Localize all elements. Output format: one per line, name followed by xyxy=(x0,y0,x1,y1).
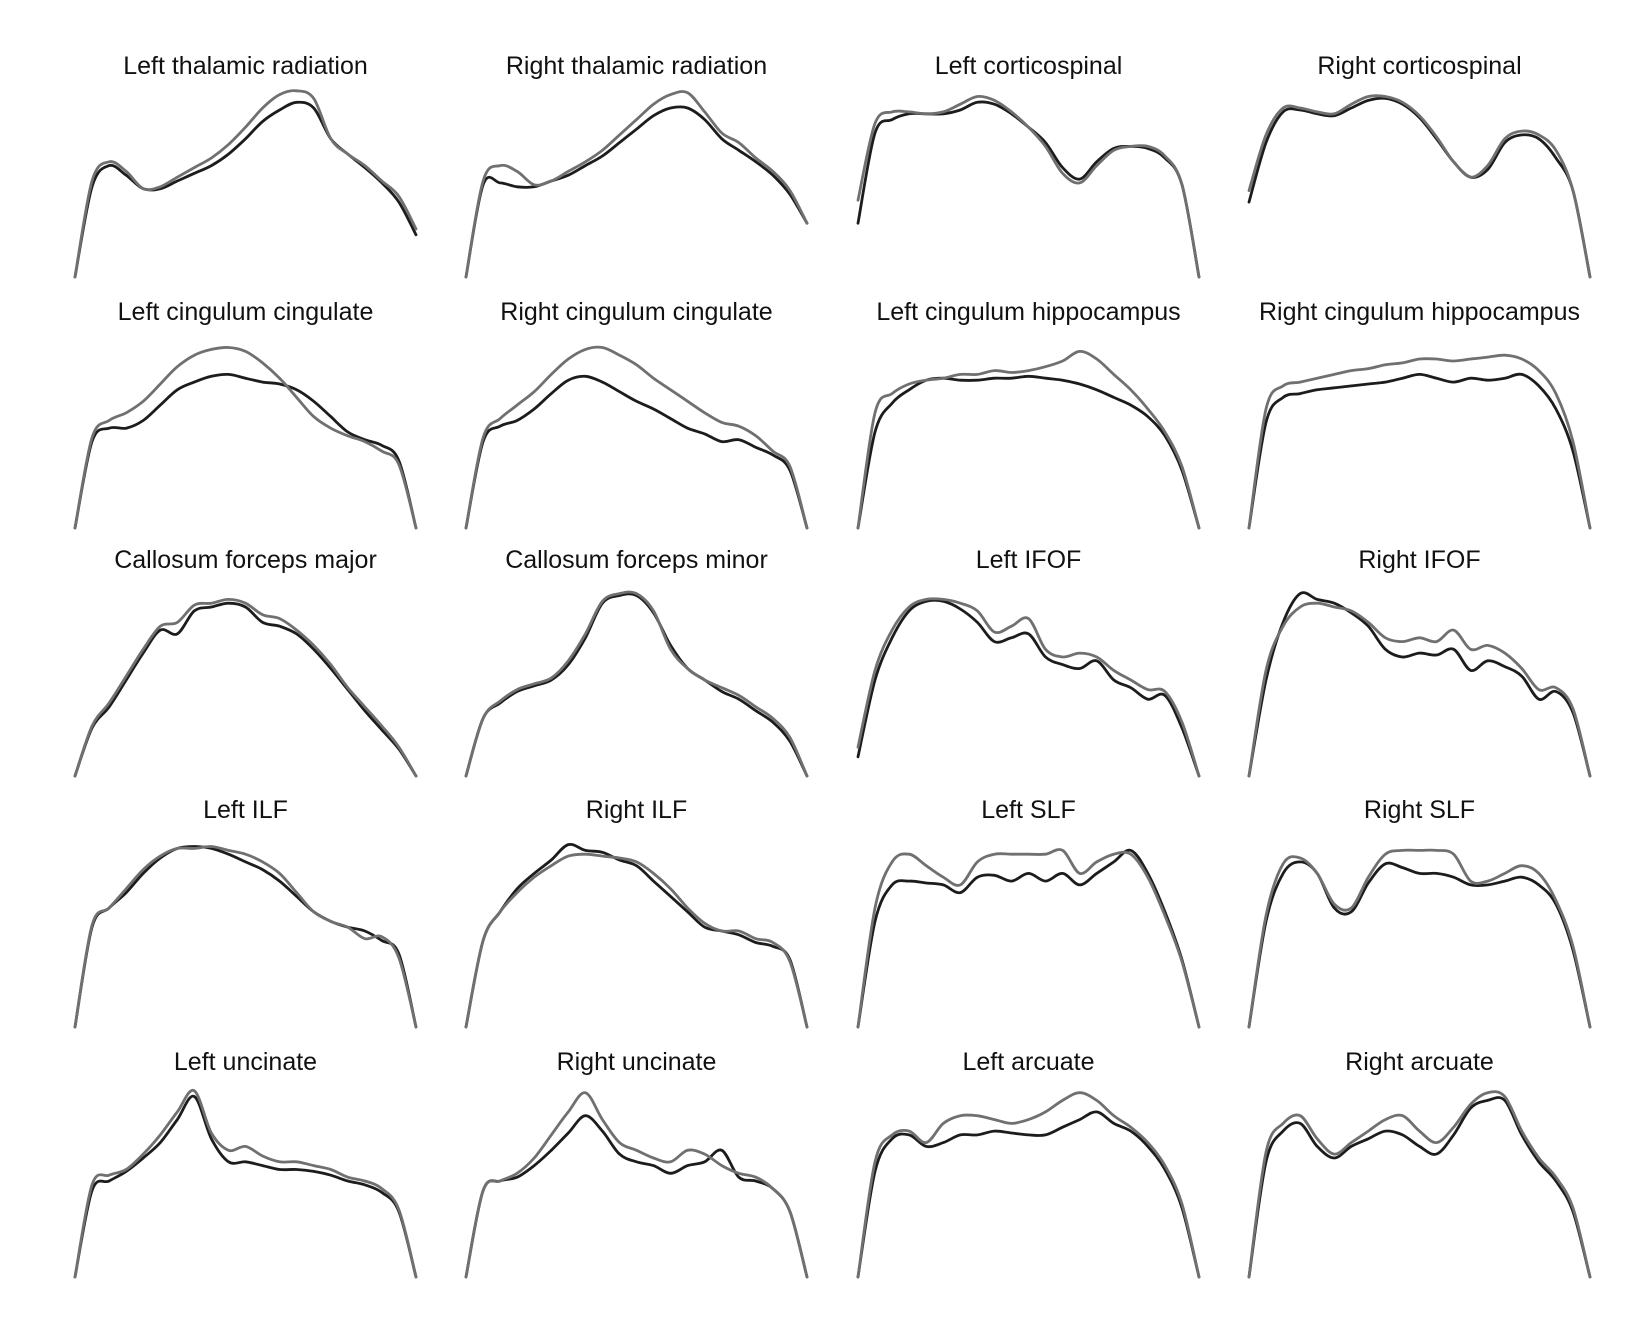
series-line-gray xyxy=(464,345,809,530)
series-line-gray xyxy=(1247,353,1592,530)
panel-left-ifof: Left IFOF xyxy=(856,546,1201,778)
series-line-black xyxy=(73,601,418,778)
series-line-black xyxy=(464,842,809,1029)
panel-title: Left thalamic radiation xyxy=(123,52,368,80)
series-line-gray xyxy=(1247,601,1592,778)
panel-left-corticospinal: Left corticospinal xyxy=(856,52,1201,279)
series-line-black xyxy=(464,374,809,530)
panel-right-corticospinal: Right corticospinal xyxy=(1247,52,1592,279)
panel-title: Left uncinate xyxy=(174,1048,317,1076)
panel-title: Left IFOF xyxy=(976,546,1082,574)
series-line-black xyxy=(856,374,1201,530)
series-line-gray xyxy=(1247,848,1592,1029)
panel-left-cingulum-hippocampus: Left cingulum hippocampus xyxy=(856,298,1201,530)
panel-title: Right arcuate xyxy=(1345,1048,1494,1076)
series-line-black xyxy=(1247,372,1592,530)
series-line-gray xyxy=(856,597,1201,778)
panel-left-slf: Left SLF xyxy=(856,796,1201,1029)
series-line-gray xyxy=(856,349,1201,530)
series-line-gray xyxy=(73,89,418,279)
panel-right-uncinate: Right uncinate xyxy=(464,1048,809,1279)
series-line-black xyxy=(73,1094,418,1279)
panel-title: Callosum forceps minor xyxy=(505,546,768,574)
panel-title: Right ILF xyxy=(586,796,687,824)
panel-callosum-forceps-minor: Callosum forceps minor xyxy=(464,546,809,778)
series-line-black xyxy=(73,372,418,530)
panel-title: Left arcuate xyxy=(962,1048,1094,1076)
series-line-black xyxy=(856,1110,1201,1279)
panel-callosum-forceps-major: Callosum forceps major xyxy=(73,546,418,778)
series-line-gray xyxy=(73,845,418,1029)
series-line-gray xyxy=(856,1091,1201,1279)
series-line-gray xyxy=(73,598,418,778)
series-line-gray xyxy=(73,346,418,530)
panel-title: Left cingulum cingulate xyxy=(118,298,374,326)
series-line-black xyxy=(464,592,809,778)
panel-right-slf: Right SLF xyxy=(1247,796,1592,1029)
series-line-black xyxy=(856,848,1201,1029)
panel-title: Right cingulum hippocampus xyxy=(1259,298,1580,326)
series-line-black xyxy=(73,845,418,1029)
panel-right-ifof: Right IFOF xyxy=(1247,546,1592,778)
panel-left-arcuate: Left arcuate xyxy=(856,1048,1201,1279)
panel-left-thalamic-radiation: Left thalamic radiation xyxy=(73,52,418,279)
series-line-gray xyxy=(464,90,809,279)
series-line-black xyxy=(1247,860,1592,1029)
panel-title: Left SLF xyxy=(981,796,1076,824)
series-line-gray xyxy=(856,848,1201,1029)
panel-left-uncinate: Left uncinate xyxy=(73,1048,418,1279)
series-line-black xyxy=(1247,591,1592,778)
panel-right-cingulum-cingulate: Right cingulum cingulate xyxy=(464,298,809,530)
panel-left-cingulum-cingulate: Left cingulum cingulate xyxy=(73,298,418,530)
series-line-gray xyxy=(464,590,809,778)
series-line-gray xyxy=(1247,1090,1592,1279)
series-line-gray xyxy=(73,1088,418,1279)
series-line-gray xyxy=(856,94,1201,279)
panel-title: Left ILF xyxy=(203,796,288,824)
panel-right-cingulum-hippocampus: Right cingulum hippocampus xyxy=(1247,298,1592,530)
series-line-black xyxy=(1247,1096,1592,1279)
series-line-black xyxy=(1247,96,1592,279)
series-line-black xyxy=(464,1114,809,1279)
series-line-black xyxy=(464,105,809,279)
series-line-gray xyxy=(464,852,809,1029)
panel-right-arcuate: Right arcuate xyxy=(1247,1048,1592,1279)
series-line-gray xyxy=(1247,94,1592,279)
panel-title: Right uncinate xyxy=(557,1048,717,1076)
panel-title: Left cingulum hippocampus xyxy=(876,298,1180,326)
panel-title: Right IFOF xyxy=(1358,546,1480,574)
panel-left-ilf: Left ILF xyxy=(73,796,418,1029)
series-line-gray xyxy=(464,1091,809,1279)
panel-title: Right thalamic radiation xyxy=(506,52,767,80)
panel-title: Right cingulum cingulate xyxy=(500,298,772,326)
panel-title: Right SLF xyxy=(1364,796,1475,824)
panel-title: Left corticospinal xyxy=(935,52,1123,80)
panel-right-thalamic-radiation: Right thalamic radiation xyxy=(464,52,809,279)
series-line-black xyxy=(856,598,1201,778)
panel-title: Right corticospinal xyxy=(1317,52,1521,80)
panel-title: Callosum forceps major xyxy=(114,546,377,574)
panel-right-ilf: Right ILF xyxy=(464,796,809,1029)
